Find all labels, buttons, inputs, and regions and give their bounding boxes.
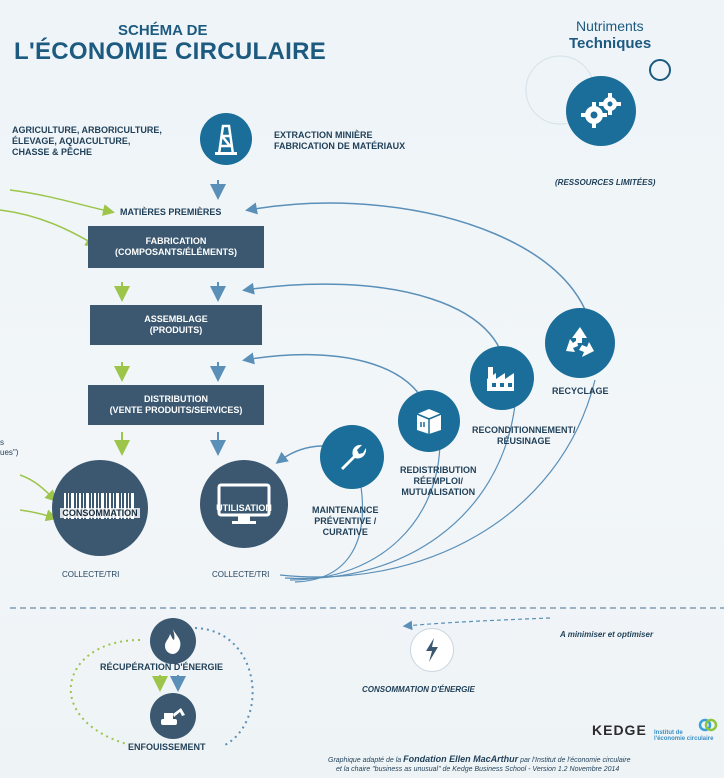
consommation-label: CONSOMMATION [60,508,140,518]
title-top: SCHÉMA DE [118,22,208,39]
lightning-icon [410,628,454,672]
flame-icon [150,618,196,664]
left-cut-text-1: s [0,438,4,447]
monitor-icon [217,483,271,524]
institut-rings-icon [698,718,718,732]
matieres-premieres-label: MATIÈRES PREMIÈRES [120,207,222,217]
factory-icon [470,346,534,410]
credit-line-1: Graphique adapté de la Fondation Ellen M… [328,754,631,764]
loop-recycling [245,202,594,371]
recycling-icon [545,308,615,378]
maintenance-label: MAINTENANCE PRÉVENTIVE / CURATIVE [312,505,379,537]
utilisation-label: UTILISATION [216,503,272,513]
utilisation-node: UTILISATION [200,460,288,548]
recyclage-label: RECYCLAGE [552,386,609,396]
agri-label: AGRICULTURE, ARBORICULTURE, ÉLEVAGE, AQU… [12,125,162,157]
page-title: L'ÉCONOMIE CIRCULAIRE [14,38,327,65]
collecte-tri-2: COLLECTE/TRI [212,570,270,579]
assemblage-step: ASSEMBLAGE (PRODUITS) [90,305,262,345]
consommation-node: CONSOMMATION [52,460,148,556]
barcode-icon [64,493,134,519]
recuperation-label: RÉCUPÉRATION D'ÉNERGIE [100,662,223,672]
distribution-step: DISTRIBUTION (VENTE PRODUITS/SERVICES) [88,385,264,425]
extraction-label: EXTRACTION MINIÈRE FABRICATION DE MATÉRI… [274,130,406,151]
box-icon [398,390,460,452]
credit-line-2: et la chaire "business as unusual" de Ke… [336,766,620,773]
conso-energie-label: CONSOMMATION D'ÉNERGIE [362,685,475,694]
institut-logo: Institut de l'économie circulaire [652,718,724,742]
loop-reconditioning [242,282,507,391]
redistribution-label: REDISTRIBUTION RÉEMPLOI/ MUTUALISATION [400,465,477,497]
kedge-logo: KEDGE [592,722,647,738]
gears-icon [566,76,636,146]
wrench-icon [320,425,384,489]
left-cut-text-2: ues") [0,448,19,457]
nutriments-line2: Techniques [569,35,652,52]
collecte-tri-1: COLLECTE/TRI [62,570,120,579]
fabrication-step: FABRICATION (COMPOSANTS/ÉLÉMENTS) [88,226,264,268]
mining-tower-icon [200,113,252,165]
excavator-icon [150,693,196,739]
nutriments-line1: Nutriments [576,18,644,34]
nutriments-note: (RESSOURCES LIMITÉES) [555,178,656,187]
minimiser-label: A minimiser et optimiser [560,630,654,639]
enfouissement-label: ENFOUISSEMENT [128,742,206,752]
reconditionnement-label: RECONDITIONNEMENT/ RÉUSINAGE [472,425,576,446]
